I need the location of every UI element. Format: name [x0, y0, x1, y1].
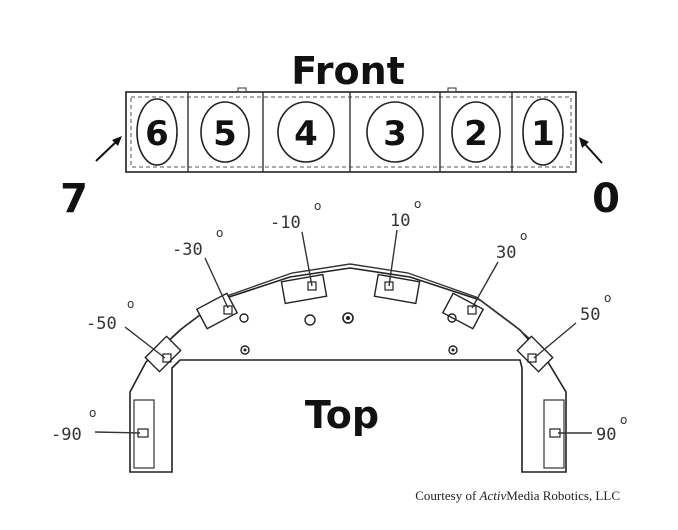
- degree-symbol: o: [216, 226, 223, 240]
- credit-italic: Activ: [479, 488, 507, 503]
- robot-top-outline: [129, 263, 567, 473]
- angle-label-90: 90: [596, 425, 616, 445]
- degree-symbol: o: [620, 413, 627, 427]
- credit-line: Courtesy of ActivMedia Robotics, LLC: [415, 488, 620, 503]
- degree-symbol: o: [89, 406, 96, 420]
- degree-symbol: o: [127, 297, 134, 311]
- left-end-label: 7: [60, 176, 88, 222]
- top-title: Top: [305, 393, 379, 437]
- sonar-transducer: [136, 98, 178, 166]
- angle-leaders: [94, 229, 592, 434]
- sonar-number-1: 1: [531, 114, 555, 154]
- angle-label-10: 10: [390, 211, 410, 231]
- degree-symbol: o: [520, 229, 527, 243]
- sonar-transducer: [277, 101, 335, 163]
- angle-label-30: 30: [496, 243, 516, 263]
- right-arrow-icon: [579, 137, 603, 164]
- sonar-transducer: [451, 101, 501, 163]
- left-arrow-icon: [95, 136, 122, 162]
- sonar-transducer: [522, 98, 564, 166]
- right-end-label: 0: [592, 176, 620, 222]
- sonar-number-5: 5: [213, 114, 237, 154]
- sonar-number-2: 2: [464, 114, 488, 154]
- sonar-transducer: [200, 101, 250, 163]
- degree-symbol: o: [604, 291, 611, 305]
- credit-suffix: Media Robotics, LLC: [506, 488, 620, 503]
- sonar-number-6: 6: [145, 114, 169, 154]
- sonar-transducer: [366, 101, 424, 163]
- sonar-number-3: 3: [383, 114, 407, 154]
- front-sonar-panel: 6 5 4 3 2 1: [125, 87, 577, 173]
- front-title: Front: [291, 49, 405, 93]
- angle-label--30: -30: [172, 240, 203, 260]
- angle-label--10: -10: [270, 213, 301, 233]
- degree-symbol: o: [314, 199, 321, 213]
- angle-label-50: 50: [580, 305, 600, 325]
- degree-symbol: o: [414, 197, 421, 211]
- sonar-number-4: 4: [294, 114, 318, 154]
- credit-prefix: Courtesy of: [415, 488, 479, 503]
- angle-label--90: -90: [51, 425, 82, 445]
- angle-label--50: -50: [86, 314, 117, 334]
